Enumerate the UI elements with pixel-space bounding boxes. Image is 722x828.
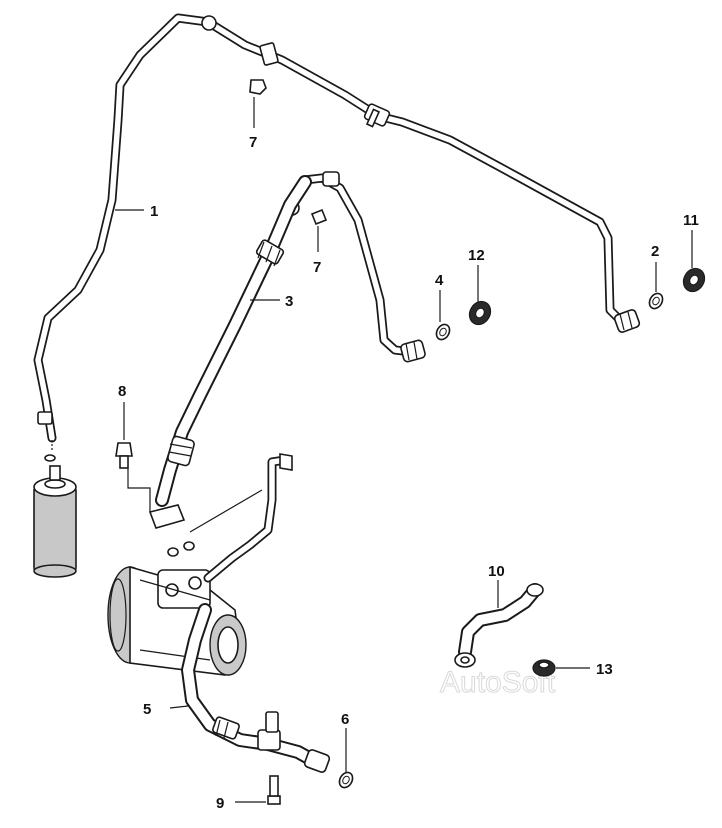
pipe-discharge-compressor — [203, 453, 293, 583]
o-ring-6 — [338, 771, 354, 789]
callout-5: 5 — [143, 701, 151, 718]
callout-6: 6 — [341, 711, 349, 728]
nut-7-lower — [310, 208, 328, 226]
hose-3-suction — [148, 175, 312, 529]
receiver-drier — [33, 440, 77, 578]
seal-11 — [682, 267, 706, 293]
pipe-evaporator-line — [284, 171, 426, 363]
callout-7-lower: 7 — [313, 259, 321, 276]
leader-lines — [115, 97, 693, 803]
o-ring-2 — [648, 292, 664, 310]
callout-1: 1 — [150, 203, 158, 220]
callout-4: 4 — [435, 272, 444, 289]
o-ring-4 — [435, 323, 451, 341]
hose-10 — [454, 583, 544, 668]
bolt-8 — [115, 442, 133, 469]
nut-13 — [532, 659, 556, 677]
bolt-9 — [267, 775, 281, 805]
nut-7-upper — [249, 42, 279, 95]
compressor-o-rings — [167, 541, 195, 557]
seal-12 — [468, 300, 492, 326]
callout-2: 2 — [651, 243, 659, 260]
pipe-1-liquid-line — [33, 13, 627, 443]
callout-7-upper: 7 — [249, 134, 257, 151]
hose-5-discharge — [181, 603, 331, 773]
callout-11: 11 — [683, 212, 699, 229]
callout-10: 10 — [488, 563, 505, 580]
callout-9: 9 — [216, 795, 224, 812]
callout-13: 13 — [596, 661, 613, 678]
callout-12: 12 — [468, 247, 485, 264]
compressor — [107, 565, 247, 676]
pipe-1-fittings — [37, 15, 641, 425]
callout-3: 3 — [285, 293, 293, 310]
callout-8: 8 — [118, 383, 126, 400]
